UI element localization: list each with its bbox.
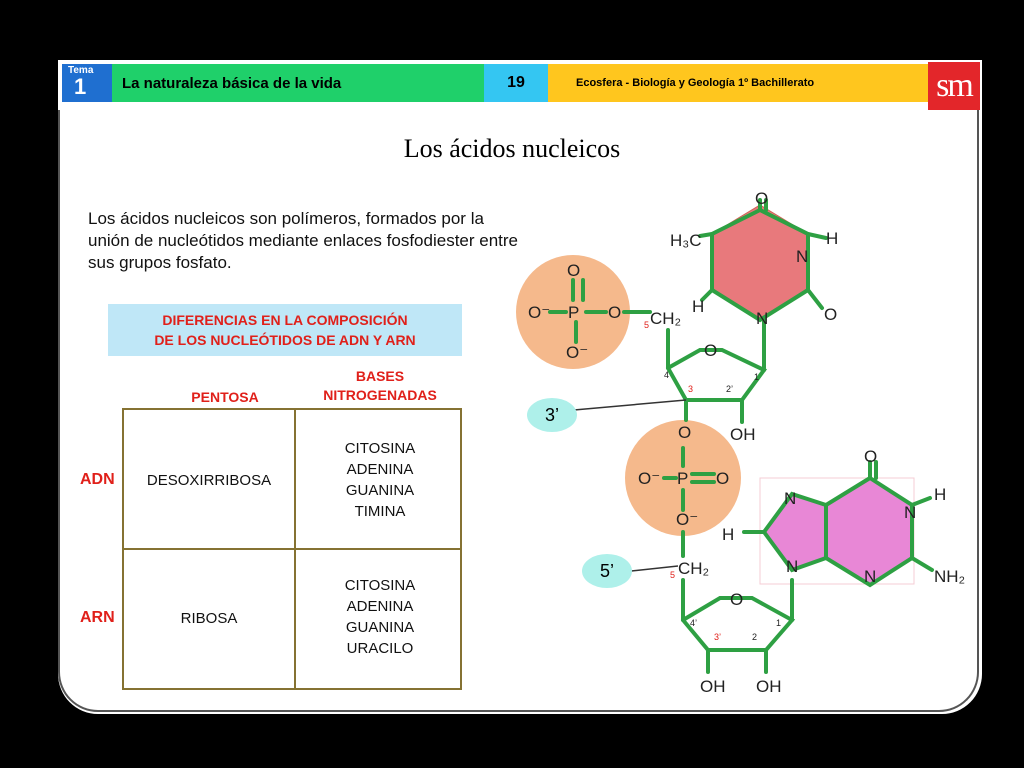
column-header-bases: BASES NITROGENADAS: [300, 367, 460, 405]
atom-labels: O O⁻ P O O⁻ CH₂ O OH O O⁻ P O O⁻ CH₂ O O…: [528, 189, 965, 696]
atom-n: N: [864, 567, 876, 586]
atom-oh: OH: [756, 677, 782, 696]
tema-label: Tema: [68, 65, 94, 76]
atom-o: O: [730, 590, 743, 609]
adn-base: ADENINA: [346, 461, 414, 478]
atom-p: P: [677, 469, 688, 488]
carbon-number: 2: [752, 632, 757, 642]
atom-o: O: [716, 469, 729, 488]
tema-number: 1: [74, 74, 87, 99]
arn-base: URACILO: [346, 640, 414, 657]
adn-bases: CITOSINA ADENINA GUANINA TIMINA: [300, 438, 460, 522]
atom-h: H: [692, 297, 704, 316]
atom-o-minus: O⁻: [566, 343, 588, 362]
carbon-number: 4: [664, 370, 669, 380]
atom-o: O: [864, 447, 877, 466]
atom-ch2: CH₂: [650, 309, 681, 328]
atom-n: N: [796, 247, 808, 266]
atom-n: N: [756, 309, 768, 328]
arn-pentose: RIBOSA: [180, 610, 238, 627]
thymine-ring: [711, 204, 809, 321]
label-3-prime: 3’: [527, 398, 577, 432]
differences-title-line2: DE LOS NUCLEÓTIDOS DE ADN Y ARN: [154, 332, 416, 348]
slide-background: [58, 60, 982, 714]
column-header-bases-line2: NITROGENADAS: [323, 387, 437, 403]
phosphate-group-1: [516, 255, 630, 369]
atom-oh: OH: [730, 425, 756, 444]
atom-ch2: CH₂: [678, 559, 709, 578]
atom-o: O: [567, 261, 580, 280]
adn-base: CITOSINA: [344, 440, 416, 457]
row-header-adn: ADN: [80, 471, 115, 488]
atom-h: H: [934, 485, 946, 504]
arn-bases: CITOSINA ADENINA GUANINA URACILO: [300, 575, 460, 659]
carbon-number: 3’: [714, 632, 721, 642]
row-header-arn: ARN: [80, 609, 115, 626]
carbon-number: 5: [670, 570, 675, 580]
atom-o-minus: O⁻: [676, 510, 698, 529]
carbon-number: 3: [688, 384, 693, 394]
carbon-numbers: 5 4 3 2’ 1 5 4’ 3’ 2 1: [644, 320, 781, 642]
adn-pentose: DESOXIRRIBOSA: [146, 472, 272, 489]
atom-o: O: [755, 189, 768, 208]
label-5-prime: 5’: [582, 554, 632, 588]
page-number: 19: [484, 64, 548, 102]
carbon-number: 2’: [726, 384, 733, 394]
atom-o: O: [824, 305, 837, 324]
atom-n: N: [904, 503, 916, 522]
differences-title-line1: DIFERENCIAS EN LA COMPOSICIÓN: [162, 312, 408, 328]
phosphate-group-2: [625, 420, 741, 536]
bond-lines: [548, 198, 934, 674]
book-title: Ecosfera - Biología y Geología 1º Bachil…: [548, 64, 928, 102]
atom-o: O: [704, 341, 717, 360]
adn-base: TIMINA: [354, 503, 406, 520]
arn-base: GUANINA: [345, 619, 415, 636]
table-divider-horizontal: [122, 548, 462, 550]
tema-badge: Tema 1: [62, 64, 112, 102]
atom-ch3: H₃C: [670, 231, 701, 250]
atom-h: H: [826, 229, 838, 248]
pointer-3prime: [573, 399, 687, 411]
intro-text: Los ácidos nucleicos son polímeros, form…: [88, 209, 519, 272]
atom-o: O: [678, 423, 691, 442]
publisher-logo: sm: [928, 62, 980, 110]
column-header-bases-line1: BASES: [355, 368, 405, 384]
atom-n: N: [786, 557, 798, 576]
unit-title: La naturaleza básica de la vida: [112, 64, 484, 102]
carbon-number: 5: [644, 320, 649, 330]
atom-nh2: NH₂: [934, 567, 965, 586]
atom-p: P: [568, 303, 579, 322]
atom-o-minus: O⁻: [528, 303, 550, 322]
arn-base: ADENINA: [346, 598, 414, 615]
adn-base: GUANINA: [345, 482, 415, 499]
carbon-number: 1: [776, 618, 781, 628]
atom-oh: OH: [700, 677, 726, 696]
differences-title-box: DIFERENCIAS EN LA COMPOSICIÓN DE LOS NUC…: [108, 304, 462, 356]
atom-n: N: [784, 489, 796, 508]
arn-base: CITOSINA: [344, 577, 416, 594]
atom-o-minus: O⁻: [638, 469, 660, 488]
atom-o: O: [608, 303, 621, 322]
carbon-number: 1: [754, 372, 759, 382]
guanine-ring-6: [826, 478, 912, 585]
carbon-number: 4’: [690, 618, 697, 628]
atom-h: H: [722, 525, 734, 544]
column-header-pentose: PENTOSA: [191, 389, 259, 405]
page-title: Los ácidos nucleicos: [403, 134, 621, 163]
